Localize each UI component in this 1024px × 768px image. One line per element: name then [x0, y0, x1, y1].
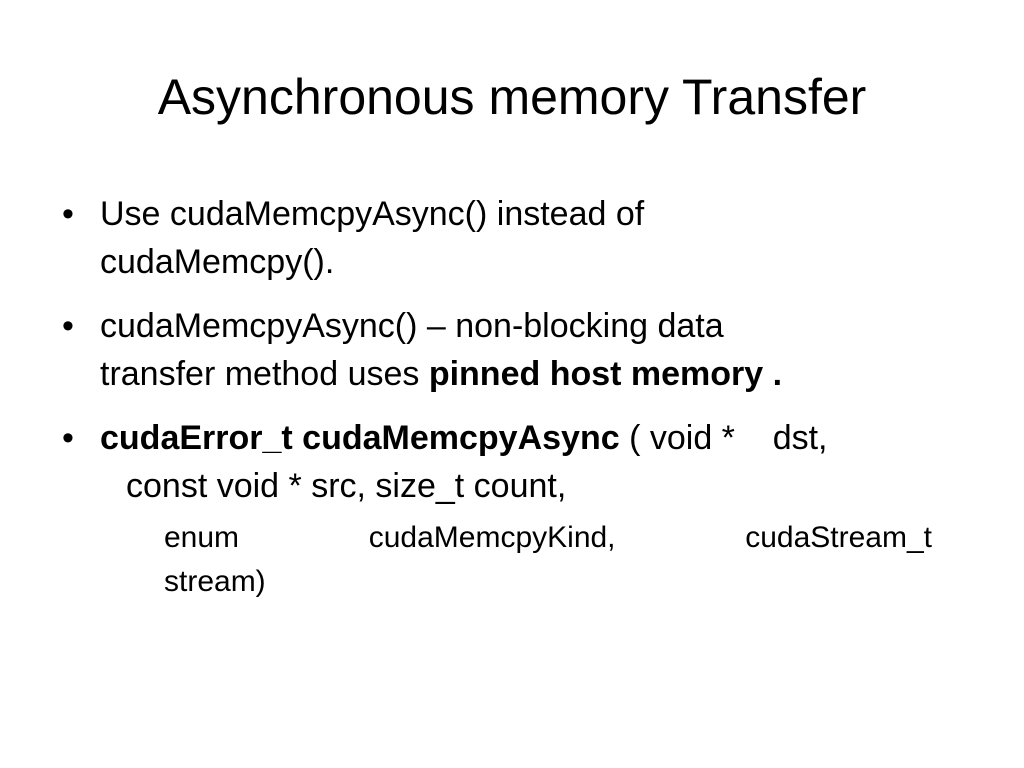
sub-token-enum: enum: [164, 521, 240, 554]
bullet-dot-icon: •: [62, 195, 74, 233]
bullet-dot-icon: •: [62, 307, 74, 345]
function-params-start: ( void * dst,: [619, 419, 828, 457]
bullet-3-line-1: cudaError_t cudaMemcpyAsync ( void * dst…: [100, 414, 962, 462]
sub-tokens-row: enum cudaMemcpyKind, cudaStream_t: [164, 516, 932, 560]
sub-token-kind: cudaMemcpyKind,: [368, 521, 616, 554]
bullet-1-line-1: Use cudaMemcpyAsync() instead of: [100, 195, 645, 233]
bullet-list: • Use cudaMemcpyAsync() instead of cudaM…: [62, 190, 962, 620]
bullet-item-2: • cudaMemcpyAsync() – non-blocking data …: [62, 302, 962, 398]
sub-token-stream-type: cudaStream_t: [745, 521, 932, 554]
sub-line-stream: stream): [164, 565, 266, 598]
bullet-2-line-2: transfer method uses pinned host memory …: [100, 350, 962, 398]
bullet-3-sub-block: enum cudaMemcpyKind, cudaStream_t stream…: [62, 516, 962, 604]
bullet-2-line-1: cudaMemcpyAsync() – non-blocking data: [100, 307, 724, 345]
function-signature-bold: cudaError_t cudaMemcpyAsync: [100, 419, 620, 457]
bullet-item-1: • Use cudaMemcpyAsync() instead of cudaM…: [62, 190, 962, 286]
bullet-2-plain-text: transfer method uses: [100, 355, 429, 393]
bullet-1-line-2: cudaMemcpy().: [100, 243, 335, 281]
bullet-dot-icon: •: [62, 419, 74, 457]
bullet-2-bold-text: pinned host memory .: [428, 355, 783, 393]
bullet-3-line-2: const void * src, size_t count,: [126, 467, 567, 505]
slide-title: Asynchronous memory Transfer: [157, 69, 867, 125]
bullet-item-3: • cudaError_t cudaMemcpyAsync ( void * d…: [62, 414, 962, 604]
